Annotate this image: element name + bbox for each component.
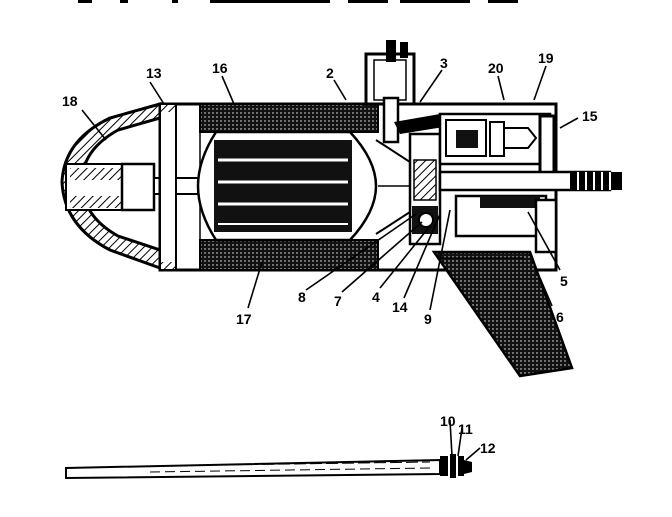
callout-20: 20	[488, 60, 504, 76]
callout-3: 3	[440, 55, 448, 71]
rotor	[196, 130, 378, 242]
callout-labels: 18 13 16 2 3 20 19 15 5 6 8 7 4 14 9 17 …	[62, 50, 598, 456]
callout-9: 9	[424, 311, 432, 327]
callout-15: 15	[582, 108, 598, 124]
callout-19: 19	[538, 50, 554, 66]
output-shaft	[438, 170, 622, 254]
gearbox	[408, 112, 556, 246]
callout-4: 4	[372, 289, 380, 305]
top-fitting	[364, 40, 450, 144]
leader-lines	[81, 65, 579, 461]
callout-13: 13	[146, 65, 162, 81]
callout-7: 7	[334, 293, 342, 309]
callout-12: 12	[480, 440, 496, 456]
callout-10: 10	[440, 413, 456, 429]
callout-11: 11	[458, 421, 473, 437]
callout-5: 5	[560, 273, 568, 289]
callout-6: 6	[556, 309, 564, 325]
callout-18: 18	[62, 93, 78, 109]
nose-cone	[60, 102, 215, 271]
handle	[431, 250, 574, 378]
callout-16: 16	[212, 60, 228, 76]
coupling-cone	[375, 139, 411, 235]
callout-17: 17	[236, 311, 252, 327]
callout-14: 14	[392, 299, 408, 315]
stator-top	[199, 103, 379, 133]
tool-bit	[65, 454, 472, 480]
stator-bottom	[199, 239, 379, 271]
callout-2: 2	[326, 65, 334, 81]
top-edge-marks	[78, 0, 518, 3]
callout-8: 8	[298, 289, 306, 305]
